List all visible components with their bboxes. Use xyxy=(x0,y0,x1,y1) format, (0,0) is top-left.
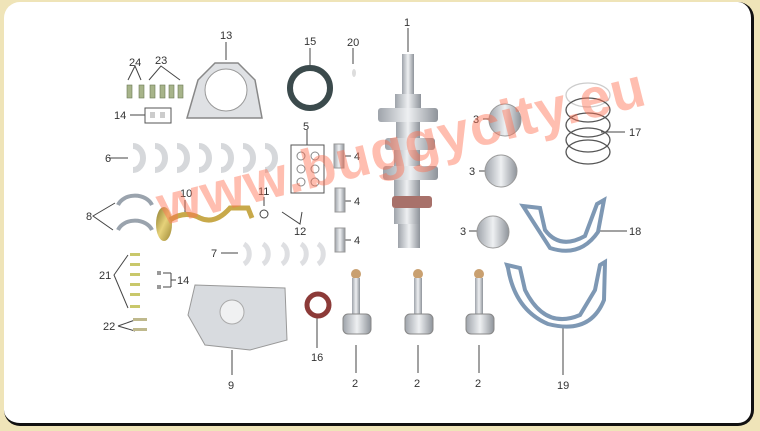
svg-text:6: 6 xyxy=(105,153,111,165)
svg-text:12: 12 xyxy=(294,226,306,238)
svg-text:9: 9 xyxy=(228,380,234,392)
front-oil-seal xyxy=(304,291,332,319)
svg-text:22: 22 xyxy=(103,321,115,333)
svg-text:19: 19 xyxy=(557,380,569,392)
main-bearings-upper xyxy=(132,143,278,173)
svg-text:23: 23 xyxy=(155,55,167,67)
rear-oil-seal xyxy=(287,65,333,111)
connecting-rods xyxy=(342,269,495,335)
piston-pins xyxy=(333,143,346,253)
svg-text:10: 10 xyxy=(180,188,192,200)
svg-text:11: 11 xyxy=(258,186,269,198)
bolts-23-24 xyxy=(126,84,184,99)
svg-text:2: 2 xyxy=(414,378,420,390)
svg-text:5: 5 xyxy=(303,121,309,133)
svg-text:8: 8 xyxy=(86,211,92,223)
svg-text:3: 3 xyxy=(469,166,475,178)
piston-rings xyxy=(565,82,611,165)
o-ring xyxy=(259,209,269,219)
svg-text:14: 14 xyxy=(114,110,126,122)
thrust-washers xyxy=(116,193,154,231)
svg-text:2: 2 xyxy=(352,378,358,390)
svg-text:13: 13 xyxy=(220,30,232,42)
svg-text:4: 4 xyxy=(354,235,360,247)
svg-text:2: 2 xyxy=(475,378,481,390)
svg-text:15: 15 xyxy=(304,36,316,48)
gasket-18 xyxy=(519,196,607,253)
svg-text:4: 4 xyxy=(354,151,360,163)
diagram-panel xyxy=(4,2,754,426)
svg-text:7: 7 xyxy=(211,248,217,260)
gasket-19 xyxy=(503,258,608,329)
main-bearings-lower xyxy=(242,241,326,267)
crankshaft xyxy=(378,54,438,248)
svg-text:18: 18 xyxy=(629,226,641,238)
svg-text:20: 20 xyxy=(347,37,359,49)
dowel-pin-box xyxy=(144,107,172,124)
svg-text:14: 14 xyxy=(177,275,189,287)
svg-text:4: 4 xyxy=(354,196,360,208)
svg-text:21: 21 xyxy=(99,270,111,282)
svg-text:24: 24 xyxy=(129,57,141,69)
oil-strainer xyxy=(156,205,255,241)
svg-text:1: 1 xyxy=(404,17,410,29)
svg-text:3: 3 xyxy=(473,114,479,126)
bolts-21-22 xyxy=(130,253,147,331)
part-labels: 1 2 2 2 3 3 3 4 4 4 5 6 7 8 9 10 11 12 1… xyxy=(86,17,641,392)
svg-text:3: 3 xyxy=(460,226,466,238)
svg-text:16: 16 xyxy=(311,352,323,364)
pistons xyxy=(476,103,522,249)
svg-text:17: 17 xyxy=(629,127,641,139)
